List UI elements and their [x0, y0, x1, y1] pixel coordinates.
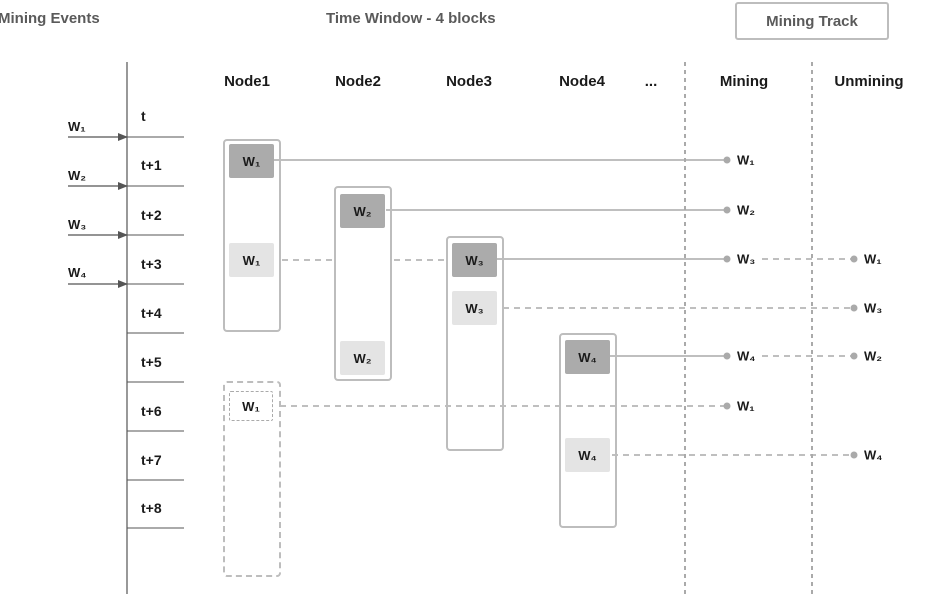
- block-node2-w2[interactable]: W₂: [340, 194, 385, 228]
- time-window-title: Time Window - 4 blocks: [326, 10, 496, 27]
- dot-mined-w1: [723, 156, 731, 164]
- column-more: ...: [644, 73, 658, 90]
- column-mining: Mining: [719, 73, 769, 90]
- time-label: t+6: [141, 403, 162, 419]
- time-label: t+7: [141, 452, 162, 468]
- node3-window: [446, 236, 504, 451]
- node1-window: [223, 139, 281, 332]
- unmining-output: W₃: [864, 300, 883, 316]
- block-node3-w3[interactable]: W₃: [452, 243, 497, 277]
- node1-next-window: [223, 381, 281, 577]
- column-unmining: Unmining: [834, 73, 904, 90]
- column-node3: Node3: [446, 73, 492, 90]
- block-node3-w3-expired[interactable]: W₃: [452, 291, 497, 325]
- dot-unmined-w3: [850, 304, 858, 312]
- dot-unmined-w1: [850, 255, 858, 263]
- event-label-w3: W₃: [68, 217, 87, 232]
- mining-output: W₂: [737, 202, 756, 218]
- mining-events-title: Mining Events: [0, 10, 100, 27]
- block-node2-w2-expired[interactable]: W₂: [340, 341, 385, 375]
- unmining-output: W₂: [864, 348, 883, 364]
- column-node2: Node2: [335, 73, 381, 90]
- node4-window: [559, 333, 617, 528]
- dot-mined-w1-again: [723, 402, 731, 410]
- time-row-separators: [127, 136, 184, 529]
- block-node1-w1-expired[interactable]: W₁: [229, 243, 274, 277]
- mining-track-button[interactable]: Mining Track: [735, 2, 889, 40]
- dot-mined-w4: [723, 352, 731, 360]
- mining-output: W₄: [737, 348, 756, 364]
- dot-unmined-w4: [850, 451, 858, 459]
- time-label: t+8: [141, 500, 162, 516]
- time-label: t: [141, 108, 146, 124]
- time-label: t+3: [141, 256, 162, 272]
- mining-output: W₃: [737, 251, 756, 267]
- event-label-w2: W₂: [68, 168, 87, 183]
- mining-output: W₁: [737, 398, 755, 414]
- column-node4: Node4: [559, 73, 605, 90]
- block-node4-w4-expired[interactable]: W₄: [565, 438, 610, 472]
- unmining-output: W₄: [864, 447, 883, 463]
- time-label: t+2: [141, 207, 162, 223]
- mining-output: W₁: [737, 152, 755, 168]
- time-label: t+1: [141, 157, 162, 173]
- event-label-w1: W₁: [68, 119, 86, 134]
- block-node4-w4[interactable]: W₄: [565, 340, 610, 374]
- dot-mined-w2: [723, 206, 731, 214]
- event-label-w4: W₄: [68, 265, 87, 280]
- block-node1-w1-ghost[interactable]: W₁: [229, 391, 273, 421]
- time-label: t+4: [141, 305, 162, 321]
- dot-unmined-w2: [850, 352, 858, 360]
- unmining-output: W₁: [864, 251, 882, 267]
- column-node1: Node1: [224, 73, 270, 90]
- block-node1-w1[interactable]: W₁: [229, 144, 274, 178]
- node2-window: [334, 186, 392, 381]
- dot-mined-w3: [723, 255, 731, 263]
- time-label: t+5: [141, 354, 162, 370]
